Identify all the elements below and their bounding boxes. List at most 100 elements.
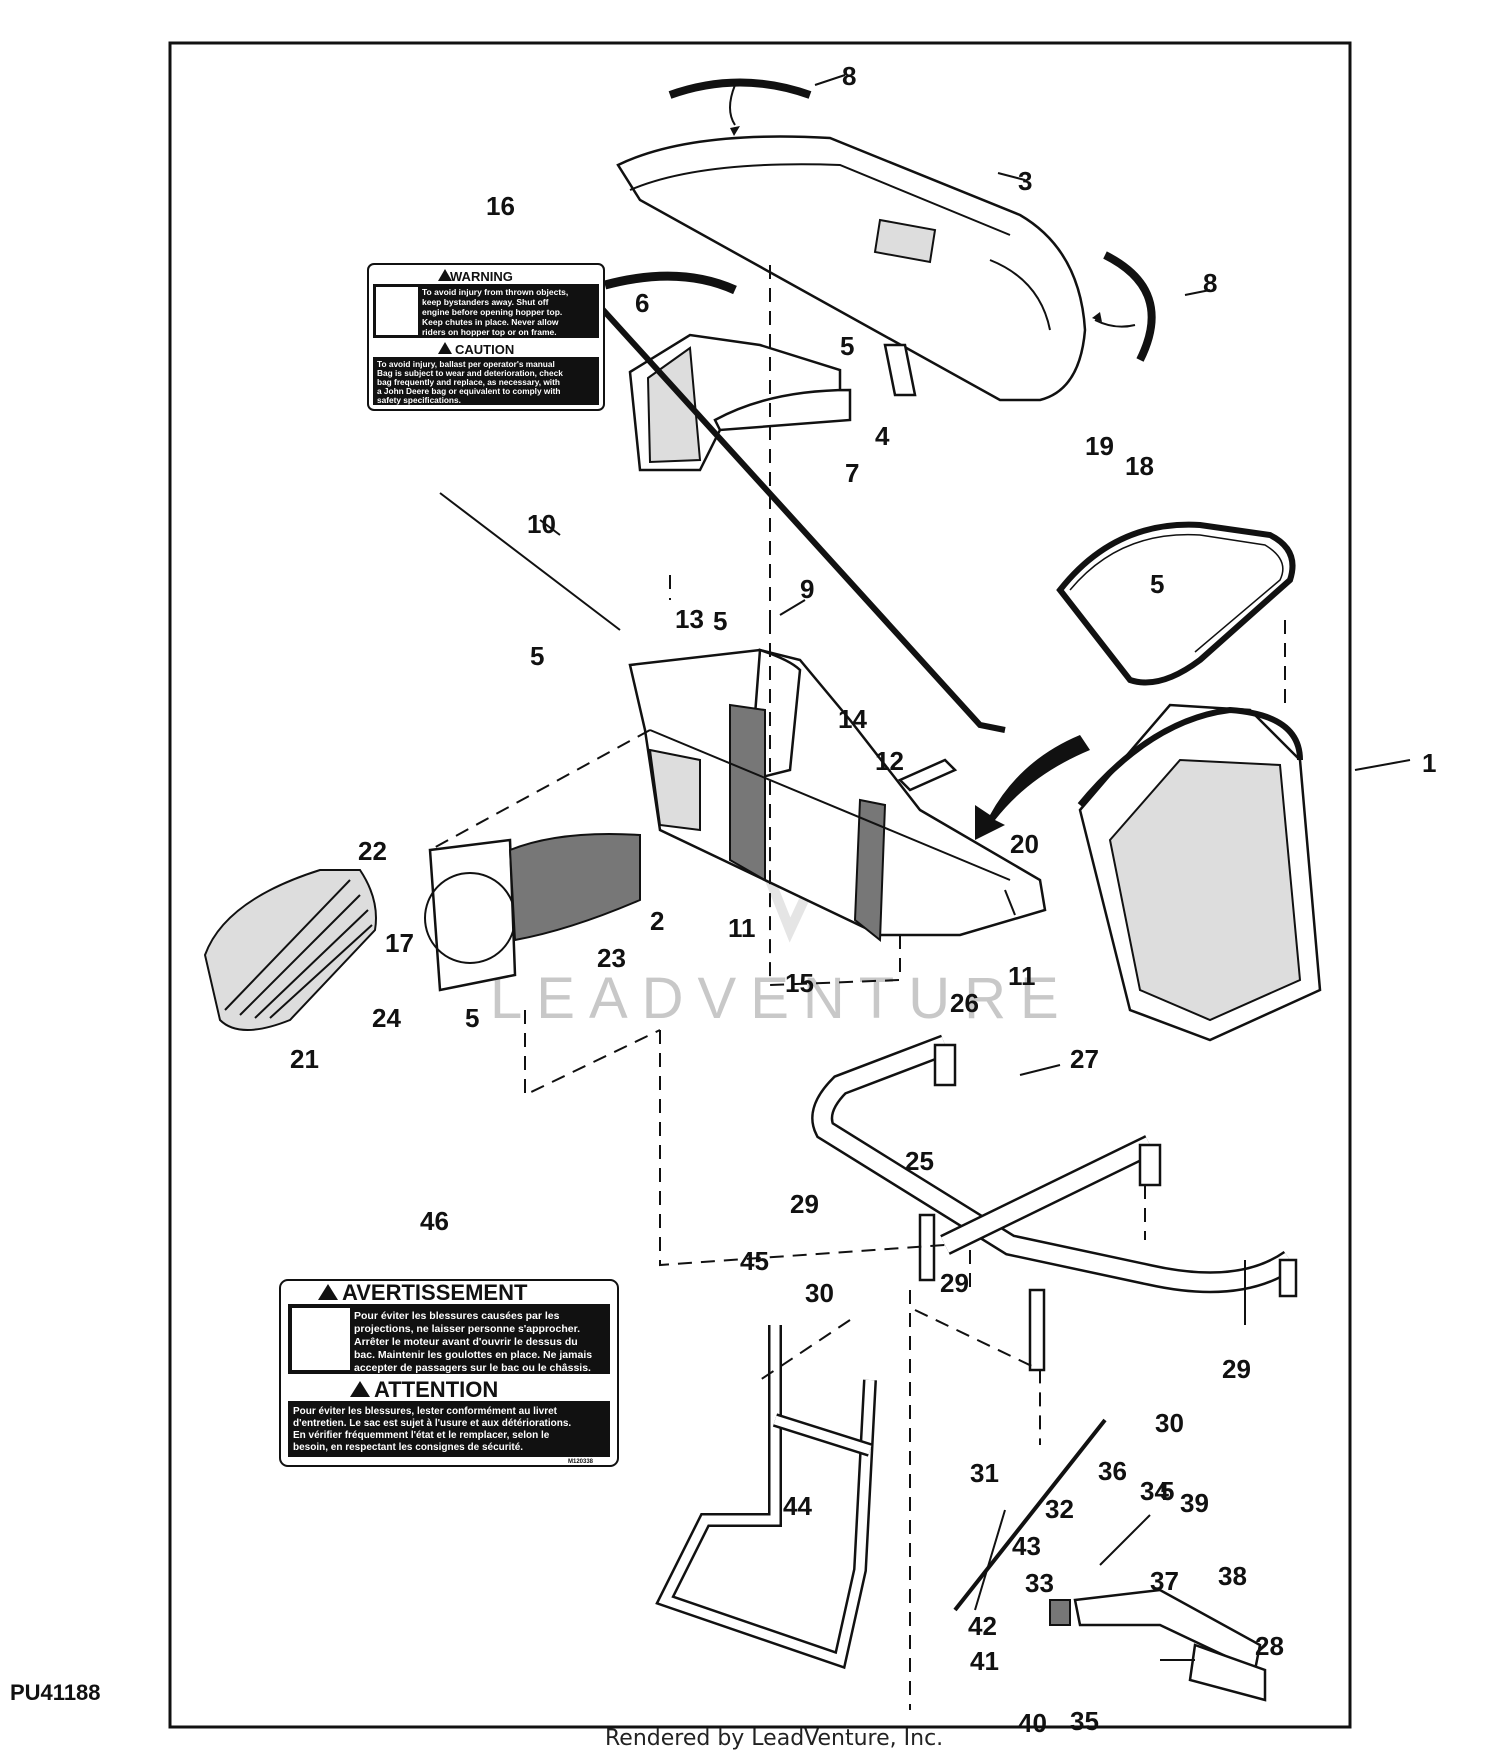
warning-line-5-en: riders on hopper top or on frame. bbox=[422, 327, 557, 337]
warning-label-en: WARNING To avoid injury from thrown obje… bbox=[367, 263, 605, 411]
warning-line-2-en: keep bystanders away. Shut off bbox=[422, 297, 549, 307]
callout-21: 21 bbox=[290, 1044, 319, 1074]
label-code-fr: M120338 bbox=[568, 1459, 594, 1465]
hopper-body bbox=[628, 648, 1047, 943]
callout-32: 32 bbox=[1045, 1494, 1074, 1524]
callout-1: 1 bbox=[1422, 748, 1436, 778]
callout-16: 16 bbox=[486, 191, 515, 221]
callout-29b: 29 bbox=[940, 1268, 969, 1298]
callout-30a: 30 bbox=[805, 1278, 834, 1308]
warning-line-3-en: engine before opening hopper top. bbox=[422, 307, 562, 317]
callout-12: 12 bbox=[875, 746, 904, 776]
callout-2: 2 bbox=[650, 906, 664, 936]
callout-42: 42 bbox=[968, 1611, 997, 1641]
callout-20: 20 bbox=[1010, 829, 1039, 859]
caution-line-3-fr: En vérifier fréquemment l'état et le rem… bbox=[293, 1430, 550, 1441]
callout-43: 43 bbox=[1012, 1531, 1041, 1561]
callout-5e: 5 bbox=[465, 1003, 479, 1033]
callout-15: 15 bbox=[785, 968, 814, 998]
callout-36: 36 bbox=[1098, 1456, 1127, 1486]
direction-arrow bbox=[975, 735, 1090, 840]
callout-41: 41 bbox=[970, 1646, 999, 1676]
grass-bag bbox=[1077, 703, 1322, 1042]
callout-numbers: 1 2 3 4 5 5 5 5 5 5 6 7 8 8 9 10 11 11 1… bbox=[290, 61, 1436, 1738]
callout-8b: 8 bbox=[1203, 268, 1217, 298]
callout-10: 10 bbox=[527, 509, 556, 539]
callout-8a: 8 bbox=[842, 61, 856, 91]
callout-5a: 5 bbox=[840, 331, 854, 361]
caution-line-1-en: To avoid injury, ballast per operator's … bbox=[377, 359, 555, 369]
caution-line-3-en: bag frequently and replace, as necessary… bbox=[377, 377, 560, 387]
callout-17: 17 bbox=[385, 928, 414, 958]
callout-23: 23 bbox=[597, 943, 626, 973]
callout-30b: 30 bbox=[1155, 1408, 1184, 1438]
callout-4: 4 bbox=[875, 421, 890, 451]
callout-31: 31 bbox=[970, 1458, 999, 1488]
latch-bracket bbox=[883, 343, 917, 397]
latch-assembly bbox=[1049, 1514, 1267, 1702]
bag-stand bbox=[655, 1325, 877, 1670]
callout-11a: 11 bbox=[728, 913, 756, 943]
caution-title-fr: ATTENTION bbox=[374, 1377, 498, 1402]
caution-line-4-en: a John Deere bag or equivalent to comply… bbox=[377, 386, 561, 396]
callout-37: 37 bbox=[1150, 1566, 1179, 1596]
callout-5d: 5 bbox=[713, 606, 727, 636]
callout-27: 27 bbox=[1070, 1044, 1099, 1074]
callout-29a: 29 bbox=[790, 1189, 819, 1219]
callout-34: 34 bbox=[1140, 1476, 1169, 1506]
bag-frame-inner bbox=[1069, 533, 1284, 653]
screen-deflector bbox=[628, 333, 852, 472]
callout-9: 9 bbox=[800, 574, 814, 604]
callout-19: 19 bbox=[1085, 431, 1114, 461]
callout-44: 44 bbox=[783, 1491, 812, 1521]
callout-45: 45 bbox=[740, 1246, 769, 1276]
callout-5b: 5 bbox=[1150, 569, 1164, 599]
cable bbox=[439, 492, 621, 631]
warning-line-2-fr: projections, ne laisser personne s'appro… bbox=[354, 1323, 580, 1335]
callout-14: 14 bbox=[838, 704, 867, 734]
callout-5c: 5 bbox=[530, 641, 544, 671]
callout-18: 18 bbox=[1125, 451, 1154, 481]
bag-frame bbox=[1056, 521, 1296, 686]
warning-line-1-fr: Pour éviter les blessures causées par le… bbox=[354, 1310, 560, 1322]
callout-11b: 11 bbox=[1008, 961, 1036, 991]
seal-top bbox=[668, 78, 812, 99]
watermark: LEADVENTURE bbox=[490, 966, 1073, 1031]
callout-13: 13 bbox=[675, 604, 704, 634]
latch-rod bbox=[953, 1418, 1107, 1612]
discharge-chute bbox=[203, 833, 641, 1031]
callout-46: 46 bbox=[420, 1206, 449, 1236]
warning-line-4-en: Keep chutes in place. Never allow bbox=[422, 317, 559, 327]
bagger-frame bbox=[811, 1034, 1298, 1372]
callout-3: 3 bbox=[1018, 166, 1032, 196]
hopper-rod bbox=[582, 287, 1006, 733]
callout-7: 7 bbox=[845, 458, 859, 488]
figure-code: PU41188 bbox=[10, 1680, 101, 1705]
callout-40: 40 bbox=[1018, 1708, 1047, 1738]
callout-28: 28 bbox=[1255, 1631, 1284, 1661]
warning-line-4-fr: bac. Maintenir les goulottes en place. N… bbox=[354, 1349, 592, 1361]
callout-35: 35 bbox=[1070, 1706, 1099, 1736]
render-credit: Rendered by LeadVenture, Inc. bbox=[605, 1726, 943, 1750]
warning-label-fr: AVERTISSEMENT Pour éviter les blessures … bbox=[279, 1279, 619, 1467]
warning-title-en: WARNING bbox=[450, 269, 513, 284]
callout-38: 38 bbox=[1218, 1561, 1247, 1591]
callout-26: 26 bbox=[950, 988, 979, 1018]
warning-title-fr: AVERTISSEMENT bbox=[342, 1280, 528, 1305]
diagram-frame bbox=[168, 41, 1352, 1729]
seal-right bbox=[1103, 251, 1156, 362]
callout-6: 6 bbox=[635, 288, 649, 318]
caution-line-1-fr: Pour éviter les blessures, lester confor… bbox=[293, 1406, 558, 1417]
warning-line-1-en: To avoid injury from thrown objects, bbox=[422, 287, 568, 297]
caution-line-2-fr: d'entretien. Le sac est sujet à l'usure … bbox=[293, 1418, 571, 1429]
callout-24: 24 bbox=[372, 1003, 401, 1033]
caution-line-2-en: Bag is subject to wear and deterioration… bbox=[377, 368, 563, 378]
warning-line-5-fr: accepter de passagers sur le bac ou le c… bbox=[354, 1362, 591, 1374]
caution-line-5-en: safety specifications. bbox=[377, 395, 461, 405]
caution-line-4-fr: besoin, en respectant les consignes de s… bbox=[293, 1442, 523, 1453]
warning-line-3-fr: Arrêter le moteur avant d'ouvrir le dess… bbox=[354, 1336, 578, 1348]
hopper-handle bbox=[897, 758, 958, 792]
callout-5f: 5 bbox=[1160, 1476, 1174, 1506]
callout-25: 25 bbox=[905, 1146, 934, 1176]
